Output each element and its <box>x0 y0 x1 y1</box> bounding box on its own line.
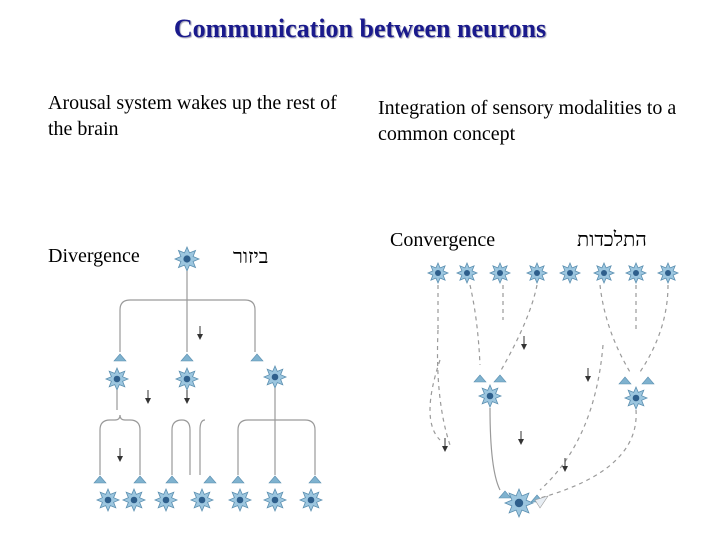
arrowhead-icon <box>518 439 524 445</box>
neuron-icon <box>503 487 535 519</box>
neuron-icon <box>455 261 479 285</box>
synapse-terminal <box>268 475 282 484</box>
neuron-icon <box>174 366 200 392</box>
divergence-hebrew-label: ביזור <box>233 246 269 268</box>
axon <box>99 414 141 475</box>
arrowhead-icon <box>521 344 527 350</box>
synapse-terminal <box>133 475 147 484</box>
synapse-terminal <box>493 374 507 383</box>
neuron-icon <box>426 261 450 285</box>
arrowhead-icon <box>117 456 123 462</box>
synapse-terminal <box>534 495 549 509</box>
convergence-label: Convergence <box>390 229 496 251</box>
dashed-axon <box>469 284 481 366</box>
synapse-terminal <box>250 353 264 362</box>
neuron-icon <box>558 261 582 285</box>
synapse-terminal <box>203 475 217 484</box>
neuron-icon <box>104 366 130 392</box>
neuron-icon <box>525 261 549 285</box>
synapse-terminal <box>473 374 487 383</box>
convergence-hebrew-label: התלכדות <box>577 229 647 251</box>
dashed-axon <box>539 344 604 491</box>
synapse-terminal <box>308 475 322 484</box>
arrowhead-icon <box>145 398 151 404</box>
neuron-icon <box>477 383 503 409</box>
arrowhead-icon <box>562 466 568 472</box>
page-title: Communication between neurons <box>173 14 547 43</box>
dashed-axon <box>499 284 538 373</box>
neuron-icon <box>262 487 288 513</box>
divergence-diagram <box>93 245 324 513</box>
arrowhead-icon <box>197 334 203 340</box>
neuron-icon <box>488 261 512 285</box>
neuron-icon <box>189 487 215 513</box>
neuron-icon <box>153 487 179 513</box>
arrowhead-icon <box>184 398 190 404</box>
neuron-icon <box>592 261 616 285</box>
synapse-terminal <box>641 376 655 385</box>
axon <box>171 419 191 475</box>
neuron-icon <box>656 261 680 285</box>
dashed-axon <box>539 409 637 499</box>
integration-caption: Integration of sensory modalities to a c… <box>378 97 677 145</box>
arrowhead-icon <box>442 446 448 452</box>
synapse-terminal <box>93 475 107 484</box>
synapse-terminal <box>180 353 194 362</box>
neuron-icon <box>173 245 201 273</box>
divergence-label: Divergence <box>48 245 140 267</box>
synapse-terminal <box>113 353 127 362</box>
axon <box>237 419 316 475</box>
neuron-icon <box>262 364 288 390</box>
synapse-terminal <box>618 376 632 385</box>
neuron-icon <box>623 385 649 411</box>
neuron-icon <box>624 261 648 285</box>
dashed-axon <box>429 359 441 441</box>
synapse-terminal <box>498 490 512 499</box>
axon <box>489 407 501 491</box>
convergence-diagram <box>426 261 680 519</box>
neuron-icon <box>95 487 121 513</box>
arousal-caption: Arousal system wakes up the rest of the … <box>48 92 337 140</box>
axon <box>199 419 206 475</box>
synapse-terminal <box>231 475 245 484</box>
neuron-icon <box>298 487 324 513</box>
neuron-icon <box>121 487 147 513</box>
arrowhead-icon <box>585 376 591 382</box>
dashed-axon <box>599 284 631 373</box>
dashed-axon <box>639 284 669 373</box>
neuron-icon <box>227 487 253 513</box>
synapse-terminal <box>165 475 179 484</box>
dashed-axon <box>436 329 451 446</box>
